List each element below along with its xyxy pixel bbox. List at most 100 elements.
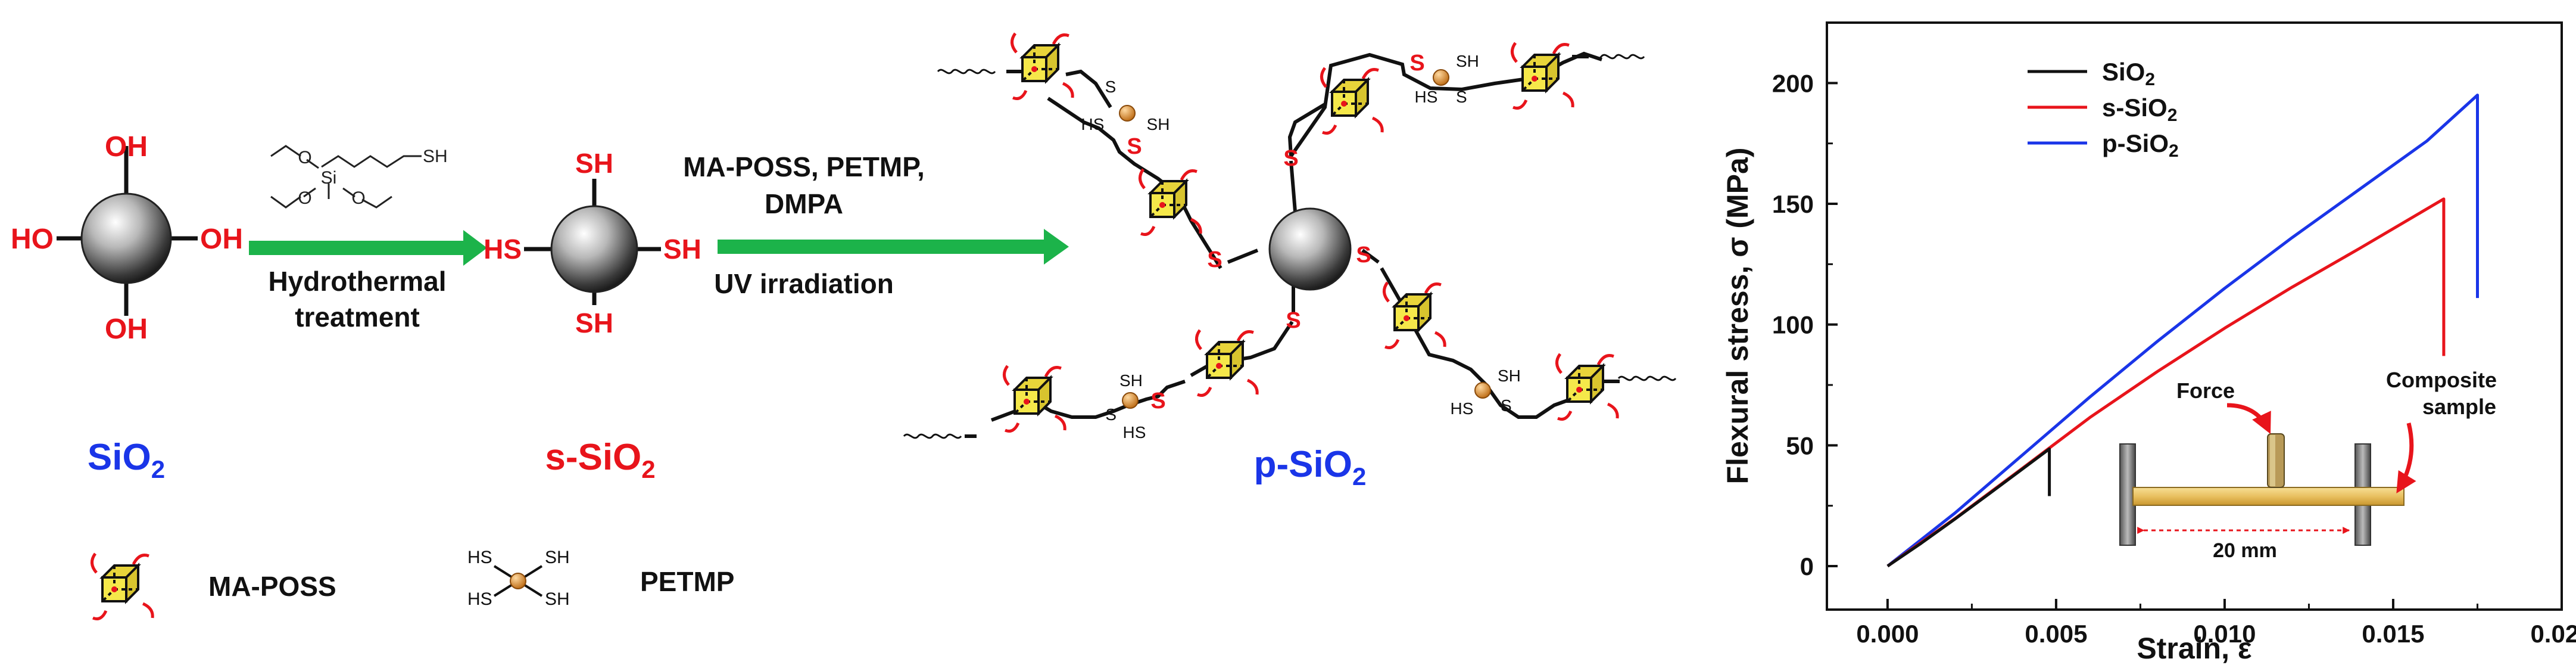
svg-text:HS: HS (1081, 115, 1105, 133)
mposs-cube (1557, 354, 1617, 420)
force-arrow (2226, 403, 2271, 434)
plot-frame (1826, 21, 2563, 611)
silica-sphere (1268, 207, 1352, 291)
svg-text:S: S (1150, 389, 1165, 414)
reaction-arrow-2 (718, 229, 1069, 265)
y-tick-label: 0 (1800, 552, 1814, 580)
p-sio2-network: S S S S S S S S HS SH SH HS S SH HS S SH… (903, 33, 1677, 490)
mercaptosilane-structure (270, 145, 422, 209)
legend-label-sio2: SiO2 (2102, 58, 2155, 89)
mposs-cube-icon (92, 554, 152, 619)
svg-text:O: O (298, 188, 311, 208)
petmp-core-icon (510, 573, 526, 589)
svg-text:SH: SH (1498, 366, 1521, 385)
legend-mposs: MA-POSS (92, 554, 336, 619)
step1-line2: treatment (295, 302, 420, 333)
mposs-cube (1012, 33, 1072, 99)
svg-text:Si: Si (321, 168, 337, 188)
legend-mposs-label: MA-POSS (208, 571, 336, 602)
group-right: SH (663, 234, 701, 265)
mercaptosilane-labels: O Si O O SH (298, 147, 447, 208)
group-top: OH (105, 131, 148, 163)
x-tick-label: 0.005 (2025, 620, 2087, 648)
group-bottom: OH (105, 313, 148, 345)
y-axis-label: Flexural stress, σ (MPa) (1721, 148, 1754, 484)
y-tick-label: 200 (1772, 69, 1814, 97)
y-tick-label: 100 (1772, 311, 1814, 339)
sio2-label: SiO2 (88, 437, 165, 483)
silica-sphere (80, 192, 172, 284)
flexural-stress-chart: 0.000 0.005 0.010 0.015 0.020 0 50 100 150 200 S… (1721, 21, 2576, 665)
legend-label-s-sio2: s-SiO2 (2102, 94, 2177, 125)
svg-text:SH: SH (1119, 371, 1143, 390)
svg-text:HS: HS (467, 548, 492, 567)
reaction-scheme: OH HO OH OH SiO2 O Si O O SH Hydrot (11, 33, 1677, 619)
svg-text:O: O (351, 188, 365, 208)
svg-text:SH: SH (545, 548, 570, 567)
svg-text:SH: SH (1147, 115, 1170, 133)
legend-petmp: HS SH HS SH PETMP (467, 548, 734, 609)
svg-text:O: O (298, 148, 311, 167)
svg-text:HS: HS (467, 589, 492, 609)
svg-text:S: S (1409, 51, 1424, 76)
svg-text:S: S (1105, 405, 1117, 424)
legend-label-p-sio2: p-SiO2 (2102, 129, 2179, 161)
petmp-core (1474, 382, 1491, 399)
sample-label: sample (2422, 394, 2496, 419)
step2-line2: DMPA (765, 188, 843, 219)
sample-arrow (2396, 422, 2416, 493)
composite-label: Composite (2386, 368, 2497, 392)
svg-text:S: S (1207, 247, 1222, 272)
s-sio2-label: s-SiO2 (545, 437, 655, 483)
x-tick-label: 0.010 (2193, 620, 2256, 648)
force-label: Force (2176, 378, 2235, 403)
svg-text:SH: SH (1456, 52, 1479, 70)
composite-sample-bar (2132, 487, 2405, 506)
svg-text:S: S (1127, 134, 1142, 159)
reaction-arrow-1 (249, 230, 487, 266)
svg-text:S: S (1501, 396, 1512, 415)
step2-line3: UV irradiation (714, 268, 894, 299)
p-sio2-label: p-SiO2 (1254, 444, 1367, 490)
svg-text:S: S (1286, 308, 1301, 333)
group-left: HS (484, 234, 522, 265)
s-sio2-particle: SH HS SH SH s-SiO2 (484, 148, 701, 483)
axis-ticks (1827, 82, 2563, 610)
series-line-p-sio2 (1886, 94, 2479, 567)
series-line-sio2 (1886, 447, 2051, 568)
x-tick-label: 0.015 (2362, 620, 2424, 648)
svg-text:SH: SH (545, 589, 570, 609)
group-top: SH (575, 148, 613, 179)
x-axis-label: Strain, ε (2137, 632, 2251, 665)
petmp-core (1119, 105, 1136, 122)
y-tick-labels: 0 50 100 150 200 (1772, 69, 1814, 580)
svg-text:S: S (1356, 243, 1371, 268)
group-left: HO (11, 223, 54, 255)
group-right: OH (200, 223, 243, 255)
x-tick-label: 0.020 (2530, 620, 2576, 648)
svg-text:HS: HS (1123, 423, 1146, 442)
svg-text:HS: HS (1415, 88, 1438, 106)
silica-sphere (550, 205, 638, 293)
svg-text:S: S (1105, 77, 1117, 96)
group-bottom: SH (575, 307, 613, 338)
mposs-cube (1004, 366, 1065, 431)
svg-text:S: S (1283, 146, 1298, 171)
x-tick-label: 0.000 (1856, 620, 1919, 648)
y-tick-label: 50 (1786, 431, 1814, 459)
x-tick-labels: 0.000 0.005 0.010 0.015 0.020 (1856, 620, 2576, 648)
sio2-particle: OH HO OH OH SiO2 (11, 131, 243, 483)
chart-legend: SiO2 s-SiO2 p-SiO2 (2028, 58, 2179, 161)
y-tick-label: 150 (1772, 190, 1814, 218)
mposs-cube (1512, 43, 1573, 108)
three-point-bending-inset: Force Composite sample 20 mm (2119, 368, 2497, 562)
svg-text:S: S (1456, 88, 1467, 106)
mposs-cube (1196, 330, 1257, 396)
svg-text:HS: HS (1451, 399, 1474, 418)
step2-line1: MA-POSS, PETMP, (683, 151, 925, 182)
legend-petmp-label: PETMP (640, 566, 734, 597)
series-lines (1886, 94, 2479, 568)
step1-line1: Hydrothermal (268, 266, 446, 297)
petmp-core (1122, 392, 1139, 409)
